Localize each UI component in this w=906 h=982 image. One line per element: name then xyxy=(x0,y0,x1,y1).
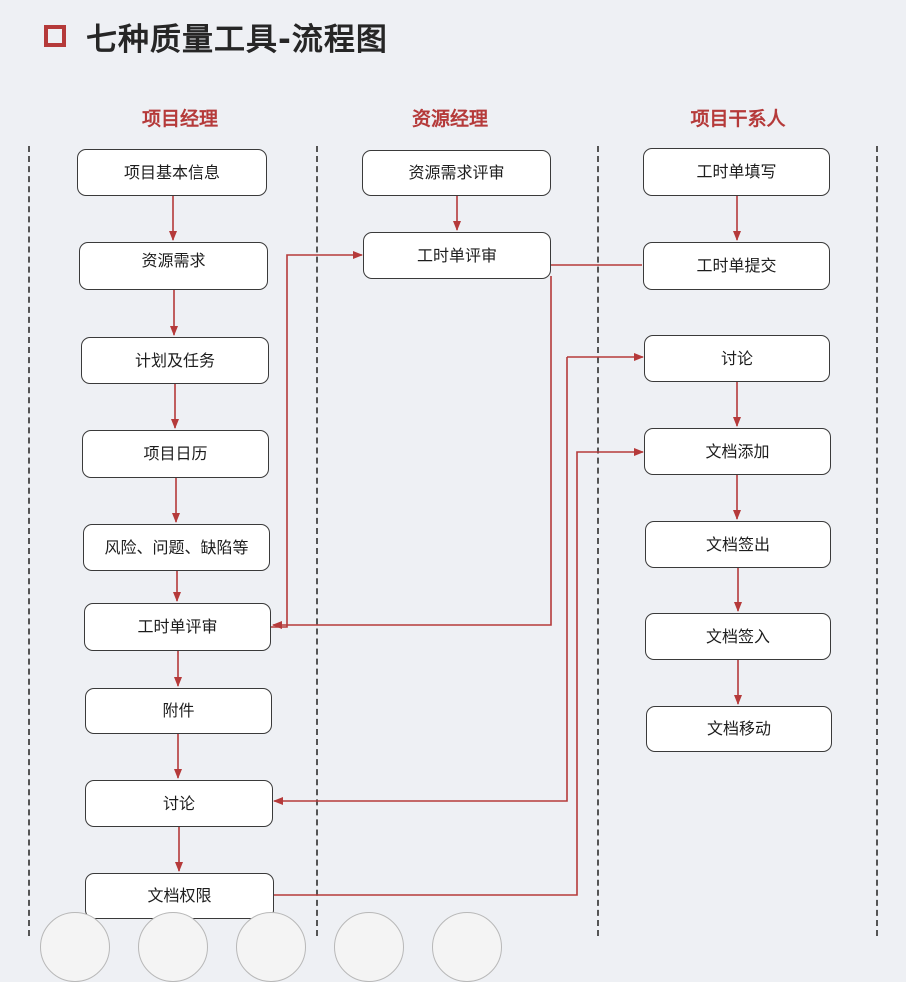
lane-divider xyxy=(597,146,599,936)
toolbar-circle-button[interactable] xyxy=(138,912,208,982)
node-pm-basic-info: 项目基本信息 xyxy=(77,149,267,196)
slide-title: 七种质量工具-流程图 xyxy=(86,21,388,58)
node-st-doc-checkin: 文档签入 xyxy=(645,613,831,660)
lane-divider xyxy=(876,146,878,936)
flow-connectors xyxy=(169,196,742,896)
toolbar-circle-button[interactable] xyxy=(236,912,306,982)
lane-divider xyxy=(28,146,30,936)
lane-header-resource-manager: 资源经理 xyxy=(411,108,489,130)
toolbar-circle-button[interactable] xyxy=(334,912,404,982)
lane-divider xyxy=(316,146,318,936)
lane-header-stakeholder: 项目干系人 xyxy=(690,108,786,130)
slide-title-bar: 七种质量工具-流程图 xyxy=(44,12,388,60)
connector-st-discussion-to-pm xyxy=(273,357,568,805)
toolbar-circle-button[interactable] xyxy=(432,912,502,982)
node-pm-timesheet-review: 工时单评审 xyxy=(84,603,271,651)
node-st-doc-add: 文档添加 xyxy=(644,428,831,475)
node-pm-doc-permission: 文档权限 xyxy=(85,873,274,919)
connector-doc-permission-to-add xyxy=(274,448,644,896)
connector-rm-review-to-pm xyxy=(272,276,552,629)
node-pm-risk: 风险、问题、缺陷等 xyxy=(83,524,270,571)
node-pm-resource-req: 资源需求 xyxy=(79,242,268,290)
node-st-timesheet-fill: 工时单填写 xyxy=(643,148,830,196)
node-st-timesheet-submit: 工时单提交 xyxy=(643,242,830,290)
node-pm-attachment: 附件 xyxy=(85,688,272,734)
node-pm-calendar: 项目日历 xyxy=(82,430,269,478)
connector-pm-to-rm-review xyxy=(271,251,363,628)
node-rm-req-review: 资源需求评审 xyxy=(362,150,551,196)
node-pm-plan-task: 计划及任务 xyxy=(81,337,269,384)
node-st-doc-move: 文档移动 xyxy=(646,706,832,752)
toolbar-circle-button[interactable] xyxy=(40,912,110,982)
node-st-doc-checkout: 文档签出 xyxy=(645,521,831,568)
node-rm-timesheet-review: 工时单评审 xyxy=(363,232,551,279)
node-st-discussion: 讨论 xyxy=(644,335,830,382)
lane-header-project-manager: 项目经理 xyxy=(141,108,219,130)
square-bullet-icon xyxy=(44,25,66,47)
node-pm-discussion: 讨论 xyxy=(85,780,273,827)
